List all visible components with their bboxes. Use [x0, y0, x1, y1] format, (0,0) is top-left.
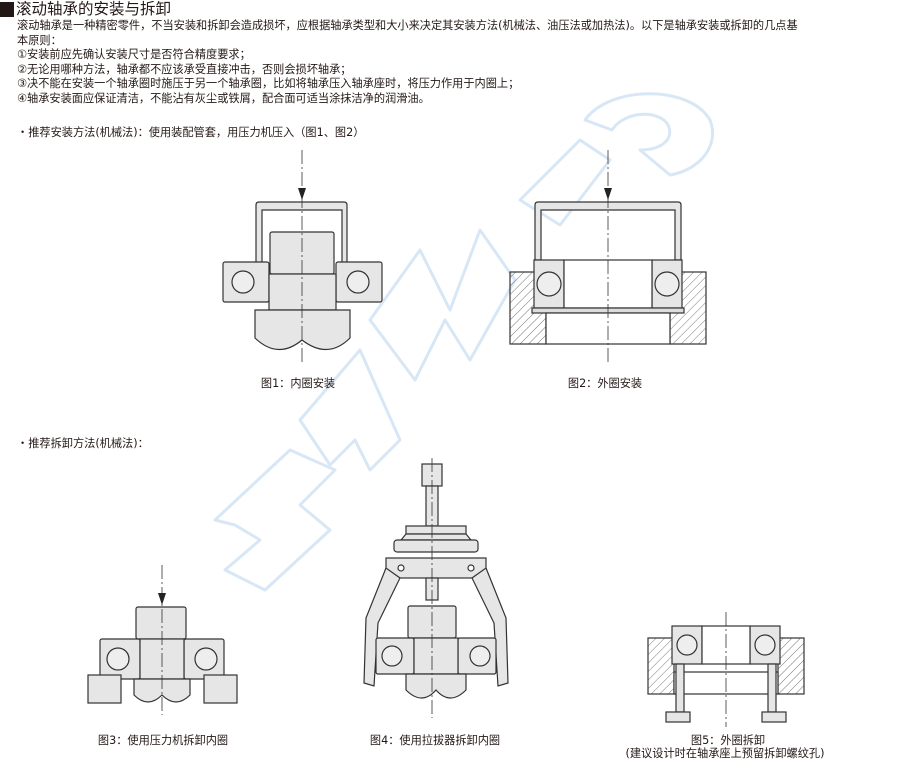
- page-title-text: 滚动轴承的安装与拆卸: [16, 0, 172, 18]
- figure-1-caption: 图1：内圈安装: [260, 377, 336, 390]
- figure-4-caption: 图4：使用拉拔器拆卸内圈: [369, 734, 501, 747]
- principle-item: ④轴承安装面应保证清洁，不能沾有灰尘或铁屑，配合面可适当涂抹洁净的润滑油。: [17, 91, 430, 105]
- figure-5-caption: 图5：外圈拆卸: [690, 734, 766, 747]
- title-square-icon: [0, 1, 14, 17]
- figure-3-press-removal: [87, 565, 238, 715]
- intro-text: 滚动轴承是一种精密零件，不当安装和拆卸会造成损坏，应根据轴承类型和大小来决定其安…: [17, 19, 907, 107]
- install-section-heading: ・推荐安装方法(机械法)：使用装配管套，用压力机压入（图1、图2）: [17, 126, 365, 139]
- intro-line: 滚动轴承是一种精密零件，不当安装和拆卸会造成损坏，应根据轴承类型和大小来决定其安…: [17, 19, 798, 32]
- principle-item: ①安装前应先确认安装尺寸是否符合精度要求；: [17, 48, 251, 62]
- figure-1-inner-ring-install: [222, 150, 383, 365]
- intro-line: 本原则：: [17, 33, 62, 47]
- figure-2-outer-ring-install: [509, 150, 707, 365]
- principle-item: ②无论用哪种方法，轴承都不应该承受直接冲击，否则会损坏轴承；: [17, 62, 352, 76]
- figure-5-note: (建议设计时在轴承座上预留拆卸螺纹孔): [625, 747, 825, 760]
- figure-3-caption: 图3：使用压力机拆卸内圈: [97, 734, 229, 747]
- figure-5-outer-ring-removal: [647, 612, 805, 727]
- figure-2-caption: 图2：外圈安装: [567, 377, 643, 390]
- principle-item: ③决不能在安装一个轴承圈时施压于另一个轴承圈，比如将轴承压入轴承座时，将压力作用…: [17, 77, 520, 91]
- page-title: 滚动轴承的安装与拆卸: [0, 0, 171, 19]
- figure-4-puller-removal: [363, 458, 509, 718]
- removal-section-heading: ・推荐拆卸方法(机械法)：: [17, 437, 149, 450]
